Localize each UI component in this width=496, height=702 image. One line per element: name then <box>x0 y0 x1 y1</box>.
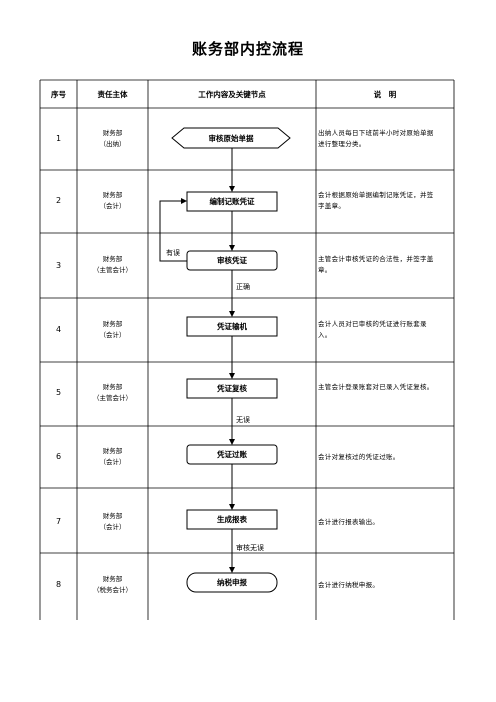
row-8-dept: 财务部 <box>102 575 123 583</box>
node-shape-8 <box>186 572 278 593</box>
node-8: 纳税申报 <box>217 578 247 587</box>
page-title: 账务部内控流程 <box>191 40 304 58</box>
row-6-note: 会计对复核过的凭证过账。 <box>318 453 400 461</box>
flow-label-correct: 正确 <box>236 283 250 291</box>
node-7: 生成报表 <box>217 515 247 524</box>
flow-label-no-error: 无误 <box>236 416 250 424</box>
row-4-note: 会计人员对已审核的凭证进行账套录入。 <box>318 320 427 339</box>
row-1-role: （出纳） <box>99 140 126 148</box>
row-8-role: （税务会计） <box>93 586 132 594</box>
row-1-seq: 1 <box>55 134 62 143</box>
row-1-note: 出纳人员每日下班前半小时对原始单据进行整理分类。 <box>318 129 434 148</box>
node-4: 凭证输机 <box>217 322 247 331</box>
row-7-role: （会计） <box>99 523 126 531</box>
row-6-role: （会计） <box>99 458 126 466</box>
row-4-dept: 财务部 <box>102 320 123 328</box>
flow-label-error: 有误 <box>166 249 180 257</box>
row-1-subject: 财务部 （出纳） <box>77 128 148 150</box>
row-8-subject: 财务部 （税务会计） <box>77 574 148 596</box>
row-5-dept: 财务部 <box>102 383 123 391</box>
row-5-note: 主管会计登录账套对已录入凭证复核。 <box>318 383 434 391</box>
header-content: 工作内容及关键节点 <box>198 89 266 99</box>
row-3-note: 主管会计审核凭证的合法性，并签字盖章。 <box>318 255 434 274</box>
row-6-subject: 财务部 （会计） <box>77 446 148 468</box>
node-5: 凭证复核 <box>217 384 247 393</box>
row-8-note: 会计进行纳税申报。 <box>318 581 380 589</box>
row-8-seq: 8 <box>55 580 62 589</box>
row-4-subject: 财务部 （会计） <box>77 319 148 341</box>
node-3: 审核凭证 <box>217 256 247 265</box>
row-1-dept: 财务部 <box>102 129 123 137</box>
header-seq: 序号 <box>51 89 66 99</box>
row-5-seq: 5 <box>55 388 62 397</box>
node-6: 凭证过账 <box>217 450 247 459</box>
row-4-role: （会计） <box>99 331 126 339</box>
header-note: 说 明 <box>373 89 397 99</box>
row-7-seq: 7 <box>55 517 62 526</box>
row-2-subject: 财务部 （会计） <box>77 190 148 212</box>
row-3-dept: 财务部 <box>102 255 123 263</box>
row-7-subject: 财务部 （会计） <box>77 511 148 533</box>
row-2-seq: 2 <box>55 196 62 205</box>
row-6-dept: 财务部 <box>102 447 123 455</box>
node-shape-1 <box>171 127 291 149</box>
row-5-role: （主管会计） <box>93 394 132 402</box>
row-3-role: （主管会计） <box>93 266 132 274</box>
row-2-note: 会计根据原始单据编制记账凭证，并签字盖章。 <box>318 191 434 210</box>
row-4-seq: 4 <box>55 325 62 334</box>
row-2-role: （会计） <box>99 202 126 210</box>
row-3-seq: 3 <box>55 261 62 270</box>
row-3-subject: 财务部 （主管会计） <box>77 254 148 276</box>
header-subject: 责任主体 <box>97 89 128 99</box>
row-7-dept: 财务部 <box>102 512 123 520</box>
row-7-note: 会计进行报表输出。 <box>318 518 380 526</box>
arrow-feedback <box>159 198 187 262</box>
node-1: 审核原始单据 <box>208 133 254 143</box>
row-2-dept: 财务部 <box>102 191 123 199</box>
flow-label-review-ok: 审核无误 <box>236 544 264 552</box>
row-5-subject: 财务部 （主管会计） <box>77 382 148 404</box>
node-2: 编制记账凭证 <box>209 197 255 206</box>
row-6-seq: 6 <box>55 452 62 461</box>
